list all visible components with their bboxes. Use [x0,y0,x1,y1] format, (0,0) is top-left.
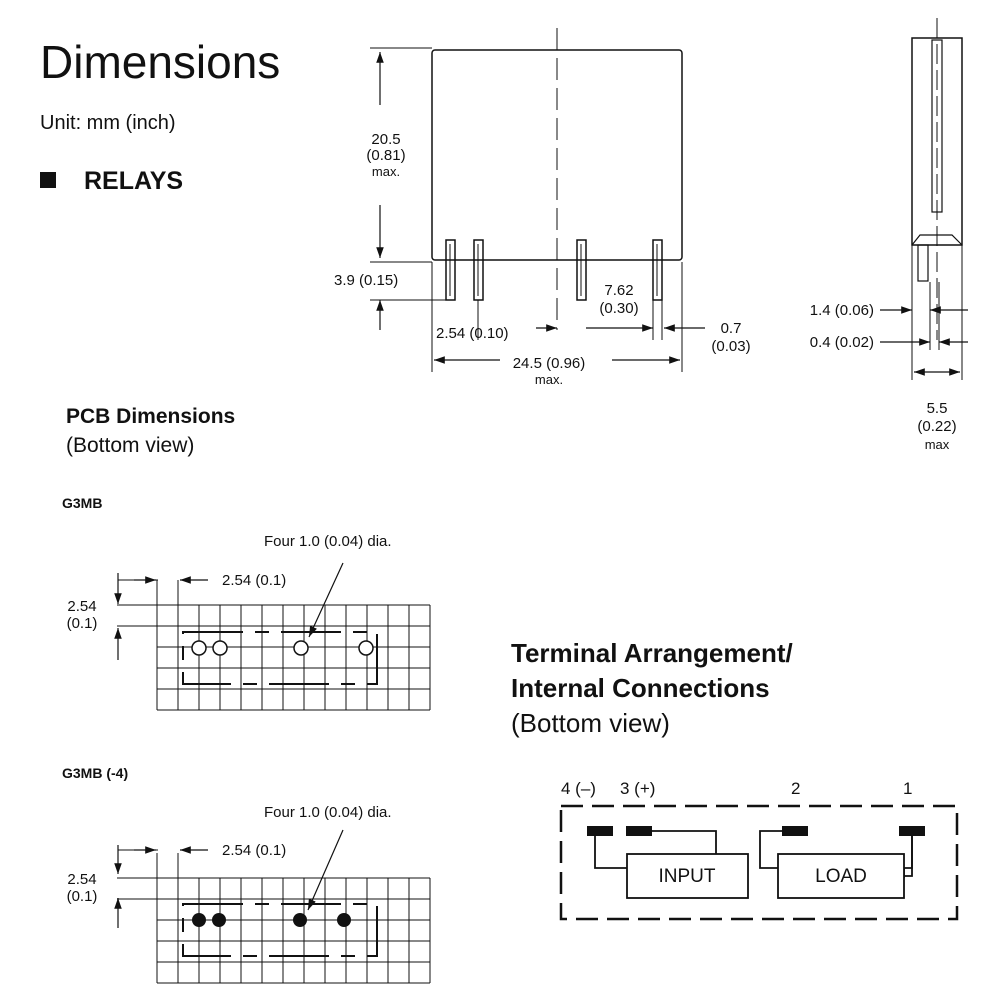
input-label: INPUT [659,866,716,887]
pin-hole [212,640,228,656]
load-label: LOAD [815,866,867,887]
pin-length-dim: 3.9 (0.15) [334,272,398,289]
pcb-a-annotations [114,562,344,660]
variant-b-label: G3MB (-4) [62,765,128,781]
pcb-grid-g3mb [117,580,431,711]
terminal-label-2: 2 [791,779,800,798]
terminal-1-pad [899,826,925,836]
pin-thickness-dim-value: 0.7 [721,320,742,337]
terminal-label-1: 1 [903,779,912,798]
pin-hole [191,640,207,656]
input-block [626,853,749,899]
depth-dim-max: max [925,437,950,452]
terminal-2-pad [782,826,808,836]
variant-a-label: G3MB [62,495,102,511]
pcb-b-row-pitch-value: 2.54 [67,871,96,888]
pcb-a-grid-pitch: 2.54 (0.1) [222,572,286,589]
height-dim-value: 20.5 [371,131,400,148]
pcb-a-row-pitch-inch: (0.1) [67,615,98,632]
pin-hole [212,913,226,927]
relay-outline [182,903,378,957]
pcb-title: PCB Dimensions [66,405,235,428]
page-title: Dimensions [40,36,280,88]
pin-pitch-dim: 2.54 (0.10) [436,325,509,342]
relay-front-view [370,28,705,372]
terminal-diagram [559,804,959,921]
pcb-b-annotations [114,829,344,928]
terminal-3-pad [626,826,652,836]
unit-note: Unit: mm (inch) [40,112,176,134]
pin-hole [337,913,351,927]
pcb-a-row-pitch-value: 2.54 [67,598,96,615]
depth-dim-inch: (0.22) [917,418,956,435]
pin-spacing-dim-inch: (0.30) [599,300,638,317]
pcb-b-grid-pitch: 2.54 (0.1) [222,842,286,859]
section-heading: RELAYS [84,167,183,195]
pin-hole [192,913,206,927]
height-dim-inch: (0.81) [366,147,405,164]
pin-hole [293,913,307,927]
section-bullet-icon [40,172,56,188]
pin-thickness-dim-inch: (0.03) [711,338,750,355]
terminal-4-pad [587,826,613,836]
pcb-b-hole-note: Four 1.0 (0.04) dia. [264,804,392,821]
depth-dim-value: 5.5 [927,400,948,417]
side-dim-b: 0.4 (0.02) [810,334,874,351]
load-block [777,853,905,899]
terminal-label-4: 4 (–) [561,779,596,798]
width-dim-max: max. [535,372,563,387]
pcb-b-row-pitch-inch: (0.1) [67,888,98,905]
terminal-title-line2: Internal Connections [511,673,770,703]
terminal-title-line1: Terminal Arrangement/ [511,638,793,668]
side-dim-a: 1.4 (0.06) [810,302,874,319]
relay-outline [182,631,378,685]
relay-side-view [880,18,968,380]
pcb-subtitle: (Bottom view) [66,434,194,457]
pin-spacing-dim-value: 7.62 [604,282,633,299]
pcb-grid-g3mb-4 [117,853,431,984]
height-dim-max: max. [372,164,400,179]
pcb-a-hole-note: Four 1.0 (0.04) dia. [264,533,392,550]
pin-hole [293,640,309,656]
width-dim-value: 24.5 (0.96) [513,355,586,372]
terminal-subtitle: (Bottom view) [511,708,670,738]
pin-hole [358,640,374,656]
terminal-label-3: 3 (+) [620,779,655,798]
